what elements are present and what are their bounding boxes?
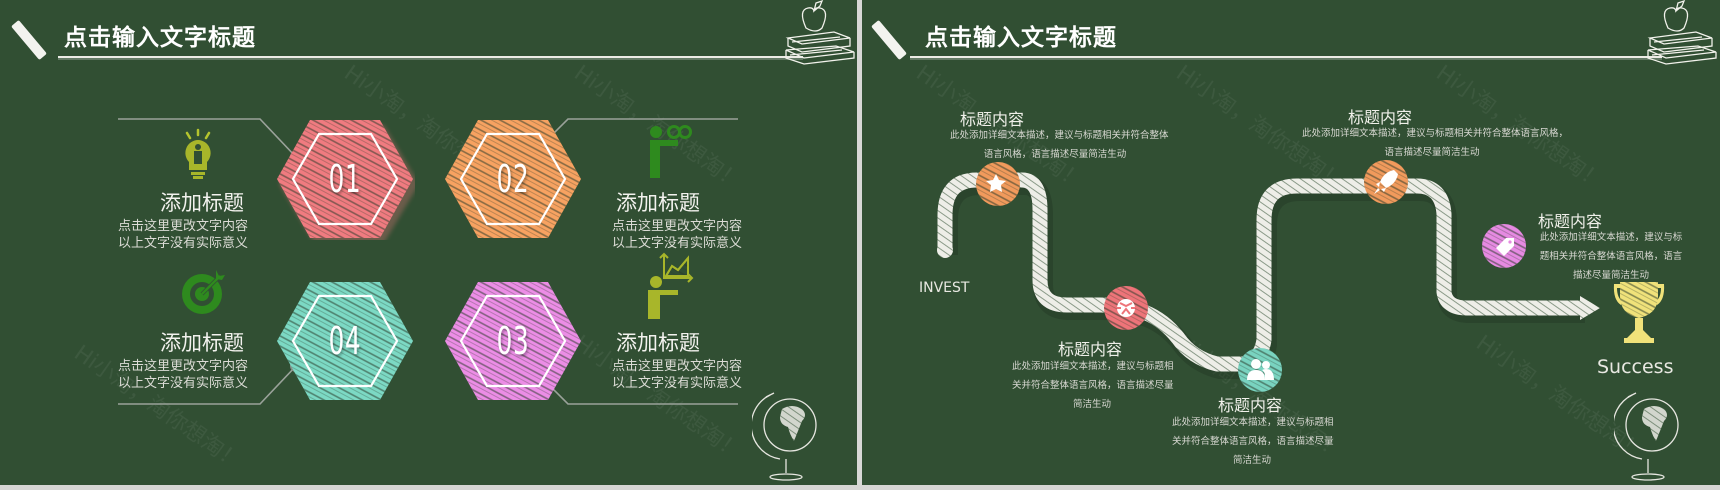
hexagon-number: 04 xyxy=(328,319,362,363)
end-label: Success xyxy=(1597,356,1674,378)
rocket-icon xyxy=(1374,170,1398,194)
slide-divider xyxy=(857,0,862,490)
presenter-chart-icon xyxy=(648,252,694,319)
apple-books-icon xyxy=(785,0,855,65)
milestone-desc-line: 简洁生动 xyxy=(1232,455,1271,466)
feature-desc-line: 以上文字没有实际意义 xyxy=(118,236,249,251)
hexagon-03[interactable]: 03 xyxy=(443,280,583,402)
apple-books-icon xyxy=(1647,0,1717,65)
slide-left[interactable]: Hi小淘，淘你想淘！ Hi小淘，淘你想淘！ Hi小淘，淘你想淘！ Hi小淘，淘你… xyxy=(0,0,857,485)
globe-icon xyxy=(1614,392,1679,481)
feature-desc-line: 点击这里更改文字内容 xyxy=(612,219,743,234)
lightbulb-person-icon xyxy=(185,128,211,179)
milestone-desc-line: 此处添加详细文本描述，建议与标题相 xyxy=(1012,361,1174,372)
hexagon-number: 03 xyxy=(496,319,530,363)
milestone-desc-line: 简洁生动 xyxy=(1072,399,1111,410)
milestone-node-2[interactable] xyxy=(1102,284,1150,332)
globe-icon xyxy=(752,392,817,481)
milestone-title[interactable]: 标题内容 xyxy=(1348,108,1413,127)
title-underline xyxy=(910,56,1662,58)
globe-ball-icon xyxy=(1117,299,1135,317)
milestone-desc: 此处添加详细文本描述，建议与标题相 关并符合整体语言风格，语言描述尽量 简洁生动 xyxy=(1012,357,1174,414)
hexagon-01[interactable]: 01 xyxy=(275,118,419,243)
milestone-desc-line: 此处添加详细文本描述，建议与标题相关并符合整体 xyxy=(950,130,1169,141)
hexagon-04[interactable]: 04 xyxy=(275,280,415,402)
start-label: INVEST xyxy=(919,280,970,296)
hexagon-number: 02 xyxy=(496,157,530,201)
feature-title[interactable]: 添加标题 xyxy=(160,331,244,355)
milestone-desc-line: 语言描述尽量简洁生动 xyxy=(1384,147,1480,158)
feature-desc: 点击这里更改文字内容 以上文字没有实际意义 xyxy=(612,218,742,252)
tag-icon xyxy=(1496,238,1514,256)
milestone-title[interactable]: 标题内容 xyxy=(1538,212,1603,231)
feature-title[interactable]: 添加标题 xyxy=(616,191,700,215)
target-arrow-icon xyxy=(182,270,225,314)
feature-desc-line: 以上文字没有实际意义 xyxy=(612,236,743,251)
title-underline xyxy=(58,56,803,58)
milestone-desc: 此处添加详细文本描述，建议与标题相关并符合整体 语言风格，语言描述尽量简洁生动 xyxy=(950,126,1169,164)
feature-desc-line: 以上文字没有实际意义 xyxy=(612,376,743,391)
feature-desc: 点击这里更改文字内容 以上文字没有实际意义 xyxy=(118,358,248,392)
feature-desc-line: 以上文字没有实际意义 xyxy=(118,376,249,391)
milestone-desc-line: 此处添加详细文本描述，建议与标 xyxy=(1539,232,1683,243)
trophy-icon xyxy=(1613,282,1665,343)
milestone-desc-line: 题相关并符合整体语言风格，语言 xyxy=(1539,251,1683,262)
milestone-desc: 此处添加详细文本描述，建议与标题相关并符合整体语言风格， 语言描述尽量简洁生动 xyxy=(1302,124,1569,162)
milestone-desc-line: 描述尽量简洁生动 xyxy=(1572,270,1649,281)
feature-desc: 点击这里更改文字内容 以上文字没有实际意义 xyxy=(118,218,248,252)
milestone-title[interactable]: 标题内容 xyxy=(960,110,1025,129)
milestone-desc-line: 语言风格，语言描述尽量简洁生动 xyxy=(983,149,1127,160)
feature-desc-line: 点击这里更改文字内容 xyxy=(118,359,249,374)
milestone-node-1[interactable] xyxy=(974,160,1022,208)
milestone-title[interactable]: 标题内容 xyxy=(1058,340,1123,359)
milestone-desc: 此处添加详细文本描述，建议与标题相 关并符合整体语言风格，语言描述尽量 简洁生动 xyxy=(1172,413,1334,470)
hexagon-02[interactable]: 02 xyxy=(443,118,583,240)
chalk-stick-icon xyxy=(11,19,47,61)
milestone-node-4[interactable] xyxy=(1362,158,1410,206)
milestone-title[interactable]: 标题内容 xyxy=(1218,396,1283,415)
milestone-desc-line: 此处添加详细文本描述，建议与标题相关并符合整体语言风格， xyxy=(1302,128,1569,139)
roadmap-path xyxy=(937,172,1600,379)
binoculars-person-icon xyxy=(650,125,692,178)
feature-desc-line: 点击这里更改文字内容 xyxy=(612,359,743,374)
milestone-desc-line: 此处添加详细文本描述，建议与标题相 xyxy=(1172,417,1334,428)
slide-title[interactable]: 点击输入文字标题 xyxy=(64,25,256,51)
bottom-band xyxy=(0,485,1720,490)
slide-title[interactable]: 点击输入文字标题 xyxy=(925,25,1117,51)
milestone-desc-line: 关并符合整体语言风格，语言描述尽量 xyxy=(1012,380,1174,391)
feature-desc: 点击这里更改文字内容 以上文字没有实际意义 xyxy=(612,358,742,392)
feature-title[interactable]: 添加标题 xyxy=(160,191,244,215)
slide-right[interactable]: Hi小淘，淘你想淘！ Hi小淘，淘你想淘！ Hi小淘，淘你想淘！ Hi小淘，淘你… xyxy=(862,0,1720,485)
milestone-desc-line: 关并符合整体语言风格，语言描述尽量 xyxy=(1172,436,1334,447)
feature-desc-line: 点击这里更改文字内容 xyxy=(118,219,249,234)
star-icon xyxy=(986,174,1006,192)
milestone-node-5[interactable] xyxy=(1480,222,1528,270)
users-icon xyxy=(1247,359,1274,380)
feature-title[interactable]: 添加标题 xyxy=(616,331,700,355)
milestone-desc: 此处添加详细文本描述，建议与标 题相关并符合整体语言风格，语言 描述尽量简洁生动 xyxy=(1536,228,1686,285)
hexagon-number: 01 xyxy=(328,157,362,201)
milestone-node-3[interactable] xyxy=(1236,346,1284,394)
